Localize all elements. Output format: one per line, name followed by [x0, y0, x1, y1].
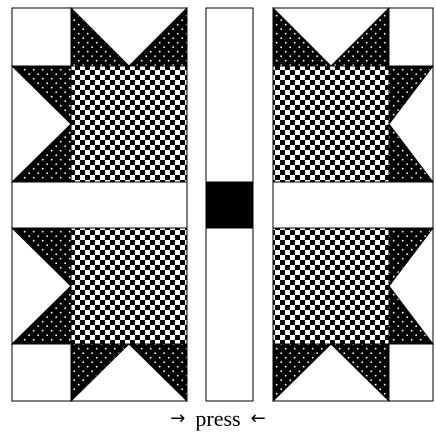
horizontal-sashing-left: [12, 182, 187, 228]
quilt-block-top-right: [273, 8, 433, 182]
left-block-column: [12, 8, 187, 401]
press-instruction: → press ←: [0, 404, 436, 434]
quilt-pressing-diagram: [0, 0, 436, 404]
right-block-column: [273, 8, 433, 401]
right-arrow-icon: →: [170, 410, 185, 428]
quilt-block-bottom-left: [12, 228, 187, 401]
quilt-block-top-left: [12, 8, 187, 182]
checkerboard-center: [273, 66, 389, 182]
press-label: press: [195, 406, 240, 432]
corner-square: [12, 8, 71, 66]
corner-square: [389, 344, 433, 401]
cornerstone-square: [206, 182, 253, 228]
horizontal-sashing-right: [273, 182, 433, 228]
checkerboard-center: [71, 66, 187, 182]
left-arrow-icon: ←: [251, 410, 266, 428]
vertical-sashing-strip: [206, 8, 253, 401]
checkerboard-center: [71, 228, 187, 344]
corner-square: [389, 8, 433, 66]
checkerboard-center: [273, 228, 389, 344]
corner-square: [12, 344, 71, 401]
quilt-block-bottom-right: [273, 228, 433, 401]
